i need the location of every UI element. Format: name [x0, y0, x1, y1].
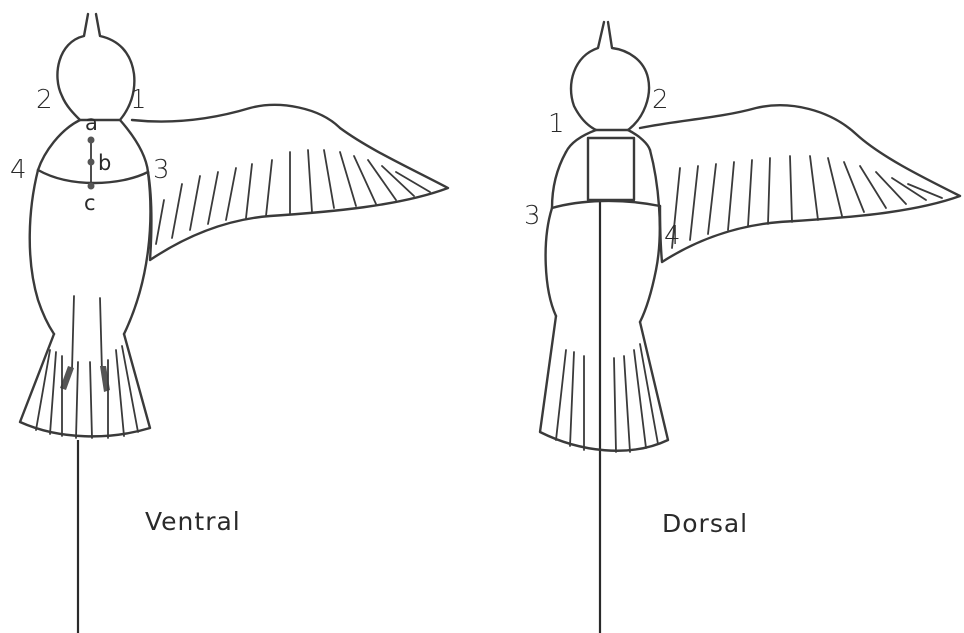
ventral-zone-2-label: 2 — [36, 85, 53, 115]
ventral-point-c-dot — [88, 183, 95, 190]
ventral-breast-band — [38, 170, 148, 183]
ventral-point-a-dot — [88, 137, 95, 144]
ventral-zone-3-label: 3 — [153, 155, 170, 185]
dorsal-zone-1-label: 1 — [548, 109, 565, 139]
ventral-point-b-label: b — [98, 151, 111, 175]
ventral-view: a b c 1 2 3 4 Ventral — [10, 14, 448, 633]
dorsal-wing — [640, 105, 960, 262]
ventral-belly-line-right — [100, 298, 102, 372]
dorsal-caption: Dorsal — [662, 509, 748, 538]
dorsal-shoulders — [566, 130, 650, 152]
dorsal-view: 1 2 3 4 Dorsal — [524, 22, 960, 633]
dorsal-tail — [540, 316, 668, 451]
dorsal-zone-4-label: 4 — [664, 221, 681, 251]
dorsal-wing-feathers — [672, 156, 942, 248]
ventral-wing-feathers — [156, 150, 430, 244]
ventral-point-a-label: a — [85, 111, 98, 135]
dorsal-zone-2-label: 2 — [652, 85, 669, 115]
dorsal-zone-3-label: 3 — [524, 201, 541, 231]
ventral-point-b-dot — [88, 159, 95, 166]
ventral-zone-1-label: 1 — [130, 85, 147, 115]
ventral-point-c-label: c — [84, 191, 96, 215]
dorsal-body — [546, 150, 660, 322]
ventral-caption: Ventral — [145, 507, 241, 536]
dorsal-head — [571, 22, 649, 130]
ventral-head — [57, 14, 134, 120]
ventral-zone-4-label: 4 — [10, 155, 27, 185]
ventral-belly-line-left — [72, 296, 74, 370]
dorsal-tail-feathers — [556, 344, 658, 452]
ventral-tail-feathers — [36, 346, 138, 438]
dorsal-breast-band — [552, 201, 660, 208]
dorsal-back-patch — [588, 138, 634, 200]
ventral-tail — [20, 334, 150, 436]
